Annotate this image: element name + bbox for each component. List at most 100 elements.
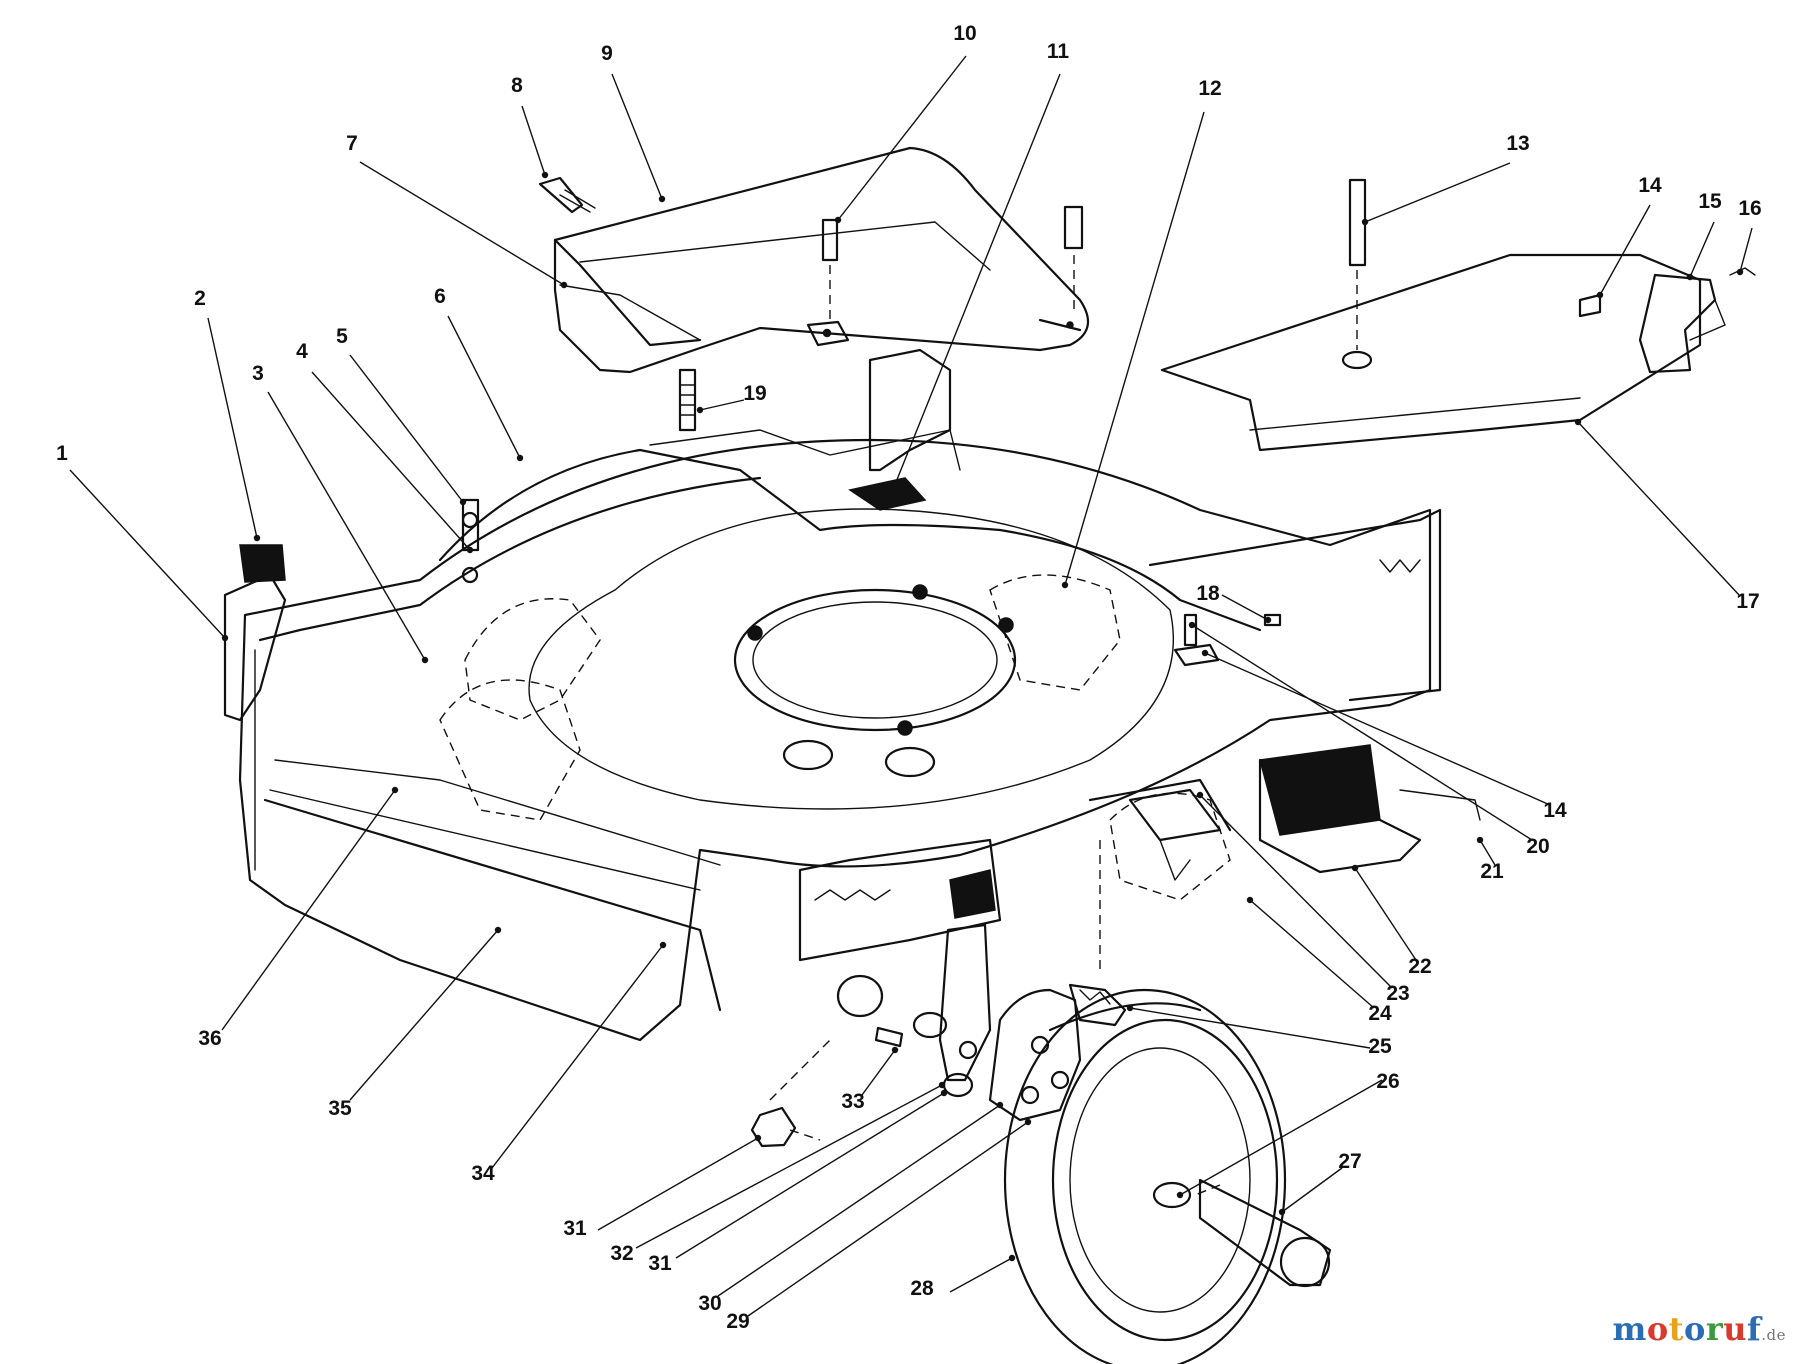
callout-leader-dot — [1351, 864, 1359, 872]
callout-number: 7 — [346, 132, 358, 155]
callout-leader-dot — [1024, 1118, 1032, 1126]
callout-28: 28 — [910, 1254, 1016, 1300]
callout-leader-line — [1479, 839, 1496, 866]
callout-leader-dot — [1126, 1004, 1134, 1012]
callout-leader-dot — [516, 454, 524, 462]
callout-leader-dot — [421, 656, 429, 664]
callout-number: 14 — [1638, 174, 1662, 197]
watermark-tld: .de — [1761, 1326, 1786, 1344]
callout-leader-line — [1199, 794, 1393, 989]
callout-number: 14 — [1543, 799, 1567, 822]
callout-32: 32 — [610, 1081, 946, 1265]
callout-leader-dot — [1201, 649, 1209, 657]
callout-leader-line — [597, 1137, 759, 1231]
watermark-letter: f — [1746, 1310, 1762, 1348]
callout-leader-dot — [659, 941, 667, 949]
callout-14: 14 — [1596, 174, 1662, 299]
callout-leader-line — [1249, 899, 1375, 1009]
callout-number: 4 — [296, 340, 308, 363]
callout-leader-dot — [1278, 1208, 1286, 1216]
callout-leader-line — [889, 73, 1061, 498]
callout-leader-line — [1129, 1007, 1371, 1049]
callout-number: 20 — [1526, 835, 1549, 858]
callout-17: 17 — [1574, 418, 1760, 613]
callout-leader-dot — [1196, 791, 1204, 799]
callout-30: 30 — [698, 1101, 1004, 1315]
callout-leader-line — [207, 317, 258, 539]
callout-20: 20 — [1188, 621, 1550, 858]
callout-35: 35 — [328, 926, 502, 1120]
callout-33: 33 — [841, 1046, 899, 1113]
callout-leader-dot — [696, 406, 704, 414]
callout-number: 22 — [1408, 955, 1431, 978]
callout-15: 15 — [1686, 190, 1722, 281]
callout-number: 29 — [726, 1310, 749, 1333]
callout-leader-dot — [834, 216, 842, 224]
callout-leader-line — [1599, 204, 1651, 296]
callout-leader-line — [1281, 1167, 1343, 1213]
callout-leader-line — [1191, 624, 1533, 841]
callout-21: 21 — [1476, 836, 1504, 883]
callout-18: 18 — [1196, 582, 1272, 624]
callout-leader-line — [675, 1092, 945, 1259]
callout-leader-dot — [1264, 616, 1272, 624]
callout-number: 13 — [1506, 132, 1529, 155]
callout-number: 31 — [648, 1252, 672, 1275]
callout-number: 12 — [1198, 77, 1221, 100]
callout-number: 25 — [1368, 1035, 1392, 1058]
callout-number: 21 — [1480, 860, 1504, 883]
callout-leader-dot — [1176, 1191, 1184, 1199]
callout-leader-line — [349, 929, 499, 1101]
callout-leader-dot — [541, 171, 549, 179]
callout-10: 10 — [834, 22, 977, 224]
callout-leader-line — [491, 944, 664, 1169]
callout-number: 10 — [953, 22, 976, 45]
callout-leader-line — [1577, 421, 1741, 597]
callout-leader-dot — [1596, 291, 1604, 299]
callout-number: 35 — [328, 1097, 352, 1120]
callout-leader-line — [69, 469, 226, 639]
callout-leader-dot — [459, 498, 467, 506]
callout-11: 11 — [886, 40, 1070, 501]
callout-leader-dot — [1361, 218, 1369, 226]
callout-31: 31 — [563, 1134, 762, 1240]
callout-leader-dot — [886, 493, 894, 501]
callout-7: 7 — [346, 132, 568, 289]
callout-number: 11 — [1047, 40, 1070, 63]
callout-number: 30 — [698, 1292, 721, 1315]
callout-number: 9 — [601, 42, 613, 65]
callout-number: 23 — [1386, 982, 1409, 1005]
callout-leader-dot — [1476, 836, 1484, 844]
callout-leader-line — [1364, 162, 1511, 223]
callout-number: 36 — [198, 1027, 221, 1050]
callout-leader-line — [1179, 1079, 1383, 1196]
callout-number: 2 — [194, 287, 206, 310]
callout-leader-line — [267, 391, 426, 661]
callout-leader-dot — [1061, 581, 1069, 589]
callout-leader-line — [699, 399, 745, 411]
callout-leader-dot — [658, 195, 666, 203]
callout-number: 5 — [336, 325, 348, 348]
callout-number: 1 — [56, 442, 68, 465]
watermark-letter: t — [1668, 1310, 1685, 1348]
watermark-letter: r — [1705, 1310, 1724, 1348]
callout-26: 26 — [1176, 1070, 1400, 1199]
callout-leader-line — [447, 315, 521, 459]
callout-1: 1 — [56, 442, 229, 642]
callout-leader-dot — [494, 926, 502, 934]
callout-number: 3 — [252, 362, 264, 385]
watermark-letter: m — [1612, 1310, 1647, 1348]
front-wheel-assembly — [750, 869, 1332, 1364]
callout-31: 31 — [648, 1089, 948, 1275]
callout-number: 15 — [1698, 190, 1722, 213]
callout-leader-dot — [560, 281, 568, 289]
callout-leader-dot — [1246, 896, 1254, 904]
callout-36: 36 — [198, 786, 399, 1050]
callout-number: 28 — [910, 1277, 934, 1300]
callout-leader-line — [221, 789, 396, 1031]
callout-29: 29 — [726, 1118, 1032, 1333]
callout-leader-dot — [1008, 1254, 1016, 1262]
